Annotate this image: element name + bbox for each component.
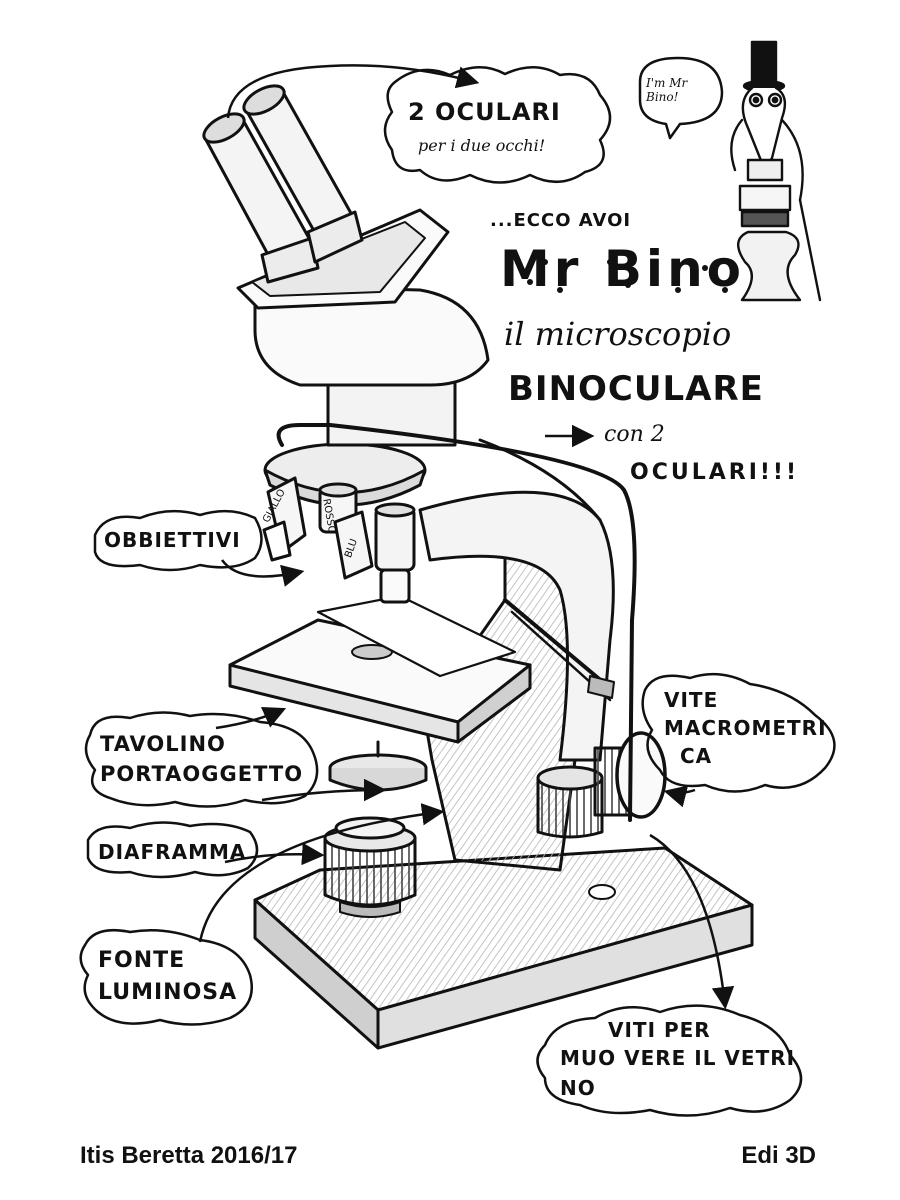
viti-line3: NO xyxy=(560,1076,596,1100)
diaframma-label: DIAFRAMMA xyxy=(98,840,247,864)
vite-line3: CA xyxy=(680,744,713,768)
bubble-oculari xyxy=(383,66,612,184)
fonte-line1: FONTE xyxy=(98,948,186,973)
arrow-to-eyepieces xyxy=(226,64,480,119)
bubble-speech xyxy=(638,56,724,140)
speech-text: I'm Mr Bino! xyxy=(646,76,688,105)
mr-bino-character xyxy=(730,40,822,302)
arrow-obbiettivi xyxy=(220,559,305,587)
bubble-viti xyxy=(536,1004,803,1117)
objective-front xyxy=(374,502,416,604)
mr-bino-title: Mr Bino xyxy=(500,240,746,298)
footer-class: Edi 3D xyxy=(741,1142,816,1169)
stage xyxy=(228,594,615,744)
con-2-text: con 2 xyxy=(604,422,665,447)
arrow-fonte xyxy=(224,842,325,866)
objective-yellow xyxy=(262,476,307,562)
footer-school: Itis Beretta 2016/17 xyxy=(80,1142,298,1169)
bubble-obbiettivi xyxy=(93,509,263,572)
fonte-line2: LUMINOSA xyxy=(98,980,238,1005)
bubble-fonte xyxy=(79,928,253,1026)
objective-blue xyxy=(333,510,374,580)
intro-text: ...ECCO AVOI xyxy=(490,210,632,231)
head xyxy=(236,208,490,447)
vite-line1: VITE xyxy=(664,688,719,712)
tavolino-line2: PORTAOGGETTO xyxy=(100,762,304,786)
diaphragm xyxy=(328,740,428,792)
subtitle-microscopio: il microscopio xyxy=(504,315,732,353)
viti-line1: VITI PER xyxy=(608,1018,711,1042)
arrow-vite xyxy=(663,785,696,808)
arrow-fonte-base xyxy=(198,803,445,943)
bubble-tavolino xyxy=(84,711,319,808)
binoculare-text: BINOCULARE xyxy=(508,369,764,409)
power-cord xyxy=(276,423,637,822)
oculari-title: 2 OCULARI xyxy=(408,98,561,126)
arrow-tavolino xyxy=(215,707,287,730)
arrow-diaframma xyxy=(261,778,387,802)
mr-bino-title-dots xyxy=(515,259,728,293)
eyepieces xyxy=(202,84,364,284)
tavolino-line1: TAVOLINO xyxy=(100,732,226,756)
obbiettivi-label: OBBIETTIVI xyxy=(104,528,241,552)
fine-focus-knob xyxy=(536,765,604,839)
oculari-subtitle: per i due occhi! xyxy=(418,136,546,155)
viti-line2: MUO VERE IL VETRI xyxy=(560,1046,796,1070)
vite-line2: MACROMETRI xyxy=(664,716,827,740)
arrow-viti xyxy=(649,833,735,1010)
bubble-vite xyxy=(641,672,836,793)
oculari-exclaim: OCULARI!!! xyxy=(630,460,799,485)
